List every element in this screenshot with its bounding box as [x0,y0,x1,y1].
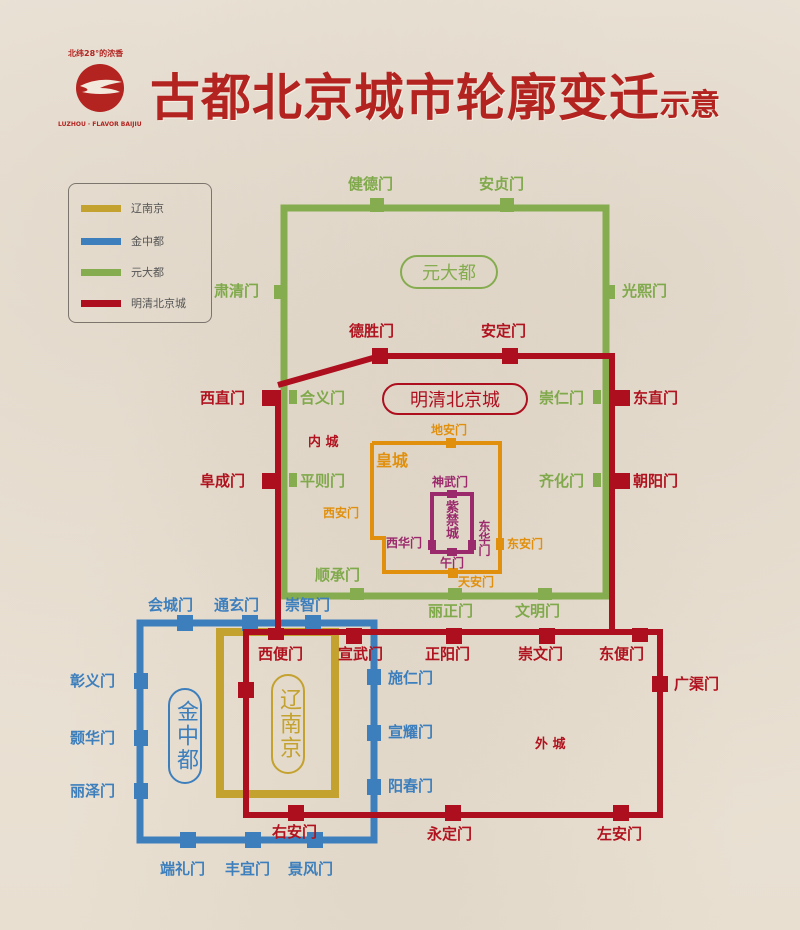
gate-guangxi: 光熙门 [622,282,668,300]
gate-shiren: 施仁门 [388,669,434,687]
gate-lize: 丽泽门 [70,782,116,800]
legend-swatch [81,204,121,212]
inner-city-label: 内 城 [308,435,339,450]
forbidden-city-label: 紫禁城 [443,500,458,539]
gate-xuanwu: 宣武门 [338,645,384,663]
gate-guangqu: 广渠门 [674,675,720,693]
forbidden-gates [428,490,476,556]
legend-swatch [81,299,121,307]
gate-wu: 午门 [440,556,465,570]
yuan-wall [280,204,610,600]
gate-jiande: 健德门 [348,175,394,193]
logo-bottom-text: LUZHOU · FLAVOR BAIJIU [58,121,142,128]
gate-dongbian: 东便门 [599,645,645,663]
gate-anding: 安定门 [481,322,527,340]
gate-fucheng: 阜成门 [200,472,246,490]
gate-tianan: 天安门 [458,575,495,589]
gate-xian: 西安门 [323,506,360,520]
imperial-gates [446,438,504,578]
gate-anzhen: 安贞门 [479,175,525,193]
legend-swatch [81,237,121,245]
gate-qihua: 齐化门 [539,472,585,490]
ming-beijing-label: 明清北京城 [382,383,528,415]
legend-label: 辽南京 [131,202,164,215]
baijiu-logo-icon [76,64,124,112]
gate-pingze: 平则门 [300,472,346,490]
legend-item-yuan: 元大都 [81,264,164,280]
legend-item-jin: 金中都 [81,233,164,249]
imperial-city-label: 皇城 [376,451,409,470]
title-main: 古都北京城市轮廓变迁 [150,68,660,127]
outer-city-label: 外 城 [535,737,566,752]
gate-zhangyi: 彰义门 [70,672,116,690]
gate-huicheng: 会城门 [148,596,194,614]
gate-youan: 右安门 [272,823,318,841]
legend-label: 金中都 [131,235,164,248]
legend-swatch [81,268,121,276]
gate-xihua: 西华门 [386,536,423,550]
gate-xuanyao: 宣耀门 [388,723,434,741]
gate-zuoan: 左安门 [597,825,643,843]
legend-item-ming: 明清北京城 [81,295,186,311]
gate-xizhi: 西直门 [200,389,246,407]
gate-shenwu: 神武门 [432,475,469,489]
yuan-gates [274,198,615,600]
gate-lizheng: 丽正门 [428,602,474,620]
gate-zhengyang: 正阳门 [425,645,471,663]
jin-gates [134,615,381,848]
gate-chongwen: 崇文门 [518,645,564,663]
gate-xibian: 西便门 [258,645,304,663]
gate-haohua: 颢华门 [70,729,116,747]
gate-dongzhi: 东直门 [633,389,679,407]
gate-suqing: 肃清门 [214,282,260,300]
legend-label: 明清北京城 [131,297,186,310]
legend-label: 元大都 [131,266,164,279]
gate-tongxuan: 通玄门 [214,596,260,614]
gate-desheng: 德胜门 [349,322,395,340]
gate-fengyi: 丰宜门 [225,860,271,878]
ming-gates [238,348,668,821]
ming-inner-wall [275,353,615,635]
logo-top-text: 北纬28°的浓香 [68,49,124,58]
gate-chaoyang: 朝阳门 [633,472,679,490]
gate-chongzhi: 崇智门 [285,596,331,614]
page-title: 古都北京城市轮廓变迁示意 [150,58,720,130]
gate-heyi: 合义门 [300,389,346,407]
gate-wenming: 文明门 [515,602,561,620]
title-suffix: 示意 [660,88,720,123]
gate-yangchun: 阳春门 [388,777,434,795]
gate-yongding: 永定门 [427,825,473,843]
gate-jingfeng: 景风门 [288,860,334,878]
legend: 辽南京 金中都 元大都 明清北京城 [68,183,212,323]
gate-donghua: 东华门 [477,520,491,556]
yuan-dadu-label: 元大都 [400,255,498,289]
gate-dian: 地安门 [431,423,468,437]
legend-item-liao: 辽南京 [81,200,164,216]
liao-nanjing-label: 辽南京 [271,674,305,774]
jin-zhongdu-label: 金中都 [168,688,202,784]
gate-chongren: 崇仁门 [539,389,585,407]
gate-duanli: 端礼门 [160,860,206,878]
gate-shuncheng: 顺承门 [315,566,361,584]
imperial-city-wall [370,441,502,574]
logo [60,48,140,128]
gate-dongan: 东安门 [507,537,544,551]
